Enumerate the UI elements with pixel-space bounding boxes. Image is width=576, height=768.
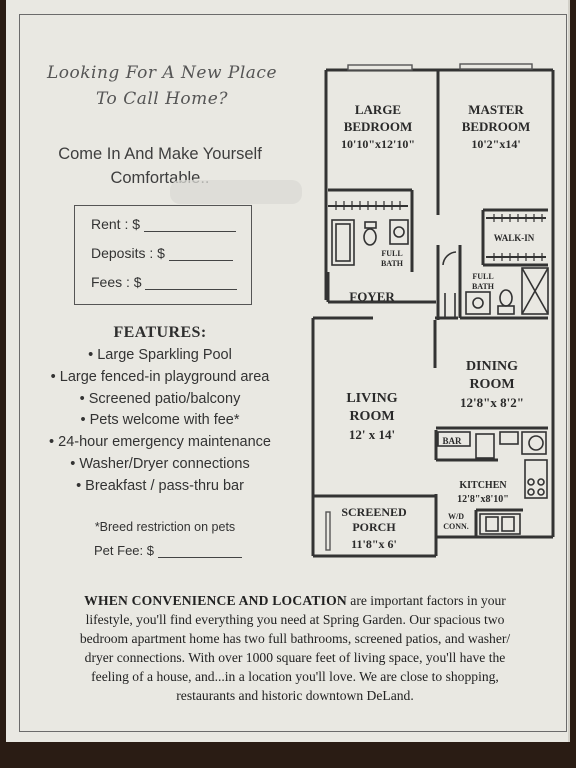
rent-blank	[143, 231, 236, 232]
master-bedroom-size: 10'2"x14'	[471, 137, 520, 151]
feature-item: • Large Sparkling Pool	[88, 347, 232, 363]
headline-line-1: Looking For A New Place	[46, 63, 278, 83]
description-line: WHEN CONVENIENCE AND LOCATION are import…	[84, 593, 506, 608]
wd-conn-label-2: CONN.	[443, 522, 469, 531]
pet-fee-blank	[157, 557, 242, 558]
pet-fee-label: Pet Fee: $	[94, 543, 154, 558]
living-room-label: LIVING	[346, 391, 397, 406]
deposits-row: Deposits : $	[91, 245, 233, 261]
full-bath-2-label: FULL	[472, 272, 493, 281]
screened-porch-label: SCREENED	[341, 505, 407, 519]
deposits-label: Deposits : $	[91, 245, 165, 261]
bar-label: BAR	[442, 436, 462, 446]
feature-item: • Breakfast / pass-thru bar	[76, 477, 244, 494]
description-lead: WHEN CONVENIENCE AND LOCATION	[84, 593, 347, 608]
description-paragraph: WHEN CONVENIENCE AND LOCATION are import…	[40, 591, 550, 705]
pet-fee-row: Pet Fee: $	[94, 543, 242, 558]
screened-porch-label-2: PORCH	[352, 520, 396, 534]
dining-room-size: 12'8"x 8'2"	[460, 395, 524, 410]
description-line: feeling of a house, and...in a location …	[91, 669, 499, 684]
full-bath-2-label-2: BATH	[472, 282, 495, 291]
feature-item: • 24-hour emergency maintenance	[49, 434, 271, 451]
dining-room-label-2: ROOM	[469, 377, 514, 392]
master-bedroom-label: MASTER	[468, 102, 524, 117]
feature-item: • Washer/Dryer connections	[70, 455, 250, 472]
description-line: lifestyle, you'll find everything you ne…	[85, 612, 505, 627]
full-bath-1-label: FULL	[381, 249, 402, 258]
feature-item: • Screened patio/balcony	[79, 390, 241, 407]
flyer-border	[19, 14, 567, 732]
correction-smudge	[170, 180, 302, 204]
features-title: FEATURES:	[113, 324, 207, 341]
fees-row: Fees : $	[91, 274, 238, 290]
rent-row: Rent : $	[91, 216, 236, 232]
welcome-line-1: Come In And Make Yourself	[58, 145, 262, 163]
description-line: restaurants and historic downtown DeLand…	[176, 688, 414, 703]
feature-item: • Pets welcome with fee*	[80, 412, 240, 429]
living-room-label-2: ROOM	[349, 409, 394, 424]
features-list: • Large Sparkling Pool • Large fenced-in…	[30, 345, 290, 498]
living-room-size: 12' x 14'	[349, 427, 395, 442]
feature-item: • Large fenced-in playground area	[50, 368, 270, 385]
kitchen-size: 12'8"x8'10"	[457, 494, 509, 505]
fees-label: Fees : $	[91, 274, 142, 290]
large-bedroom-size: 10'10"x12'10"	[341, 137, 415, 151]
headline-line-2: To Call Home?	[96, 89, 228, 109]
full-bath-1-label-2: BATH	[381, 259, 404, 268]
foyer-label: FOYER	[349, 289, 395, 304]
description-line: bedroom apartment home has two full bath…	[79, 631, 511, 646]
rent-label: Rent : $	[91, 216, 141, 232]
large-bedroom-label-2: BEDROOM	[344, 119, 413, 134]
master-bedroom-label-2: BEDROOM	[462, 119, 531, 134]
floor-plan: LARGE BEDROOM 10'10"x12'10" MASTER BEDRO…	[311, 63, 555, 558]
description-line: dryer connections. With over 1000 square…	[84, 650, 506, 665]
walk-in-label: WALK-IN	[494, 233, 535, 243]
flyer-paper	[6, 0, 570, 742]
wd-conn-label: W/D	[448, 512, 464, 521]
fees-blank	[145, 289, 238, 290]
cost-box: Rent : $ Deposits : $ Fees : $	[74, 205, 252, 305]
large-bedroom-label: LARGE	[355, 102, 401, 117]
dining-room-label: DINING	[466, 359, 518, 374]
headline: Looking For A New Place To Call Home?	[22, 60, 302, 112]
deposits-blank	[168, 260, 233, 261]
screened-porch-size: 11'8"x 6'	[351, 537, 397, 551]
breed-note: *Breed restriction on pets	[94, 520, 236, 534]
kitchen-label: KITCHEN	[459, 480, 507, 491]
